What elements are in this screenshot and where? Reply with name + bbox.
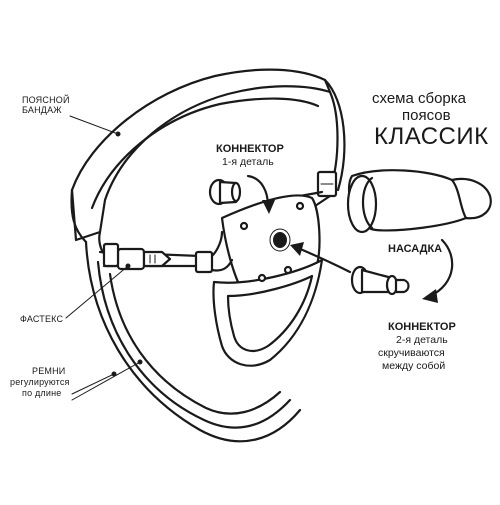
leader-straps-dot [111, 371, 117, 377]
leader-fastex-dot [125, 263, 131, 269]
strap-adjuster-left[interactable] [102, 242, 120, 268]
label-straps-3: по длине [22, 388, 62, 398]
label-connector2-title: КОННЕКТОР [388, 321, 456, 333]
title-line-2: поясов [402, 107, 451, 124]
connector-part-2[interactable] [350, 265, 410, 296]
harness-illustration [70, 68, 346, 443]
arrow-attachment [428, 238, 454, 298]
connector-part-1[interactable] [208, 178, 242, 206]
label-straps-1: РЕМНИ [32, 366, 65, 376]
attachment-illustration[interactable] [346, 169, 492, 234]
rivet [257, 273, 267, 283]
leader-straps-dot [137, 359, 143, 365]
label-connector2-sub3: между собой [382, 360, 445, 372]
arrow-attachment-head [422, 289, 438, 303]
label-belt-1: ПОЯСНОЙ [22, 94, 70, 105]
rivet [239, 221, 249, 231]
label-fastex: ФАСТЕКС [20, 314, 63, 324]
rivet [283, 265, 293, 275]
attachment-head-line [450, 178, 468, 220]
label-connector2-sub2: скручиваются [378, 347, 445, 359]
title-line-1: схема сборка [372, 90, 467, 107]
attachment-shaft-line [361, 176, 374, 230]
arrow-connector1-head [262, 200, 275, 214]
waist-belt-inner-edge [90, 97, 320, 210]
connector1-tip [230, 181, 242, 203]
strap-outer [84, 240, 302, 443]
strap-inner [108, 272, 282, 415]
leader-belt-dot [115, 131, 121, 137]
label-connector2-sub1: 2-я деталь [396, 334, 448, 346]
title-line-3: КЛАССИК [374, 123, 489, 150]
leader-straps-1 [71, 373, 115, 395]
strap-adjuster-mid[interactable] [194, 250, 214, 274]
label-connector1-title: КОННЕКТОР [216, 143, 284, 155]
leader-fastex [65, 265, 129, 319]
connector-hole-ring [269, 228, 291, 252]
label-attachment: НАСАДКА [388, 243, 442, 255]
label-belt-2: БАНДАЖ [22, 105, 62, 115]
connector2-tip [394, 278, 410, 294]
plate-side-strap [210, 230, 234, 272]
strap-middle [96, 260, 292, 429]
leader-belt [69, 115, 119, 135]
label-connector1-sub: 1-я деталь [222, 156, 274, 168]
label-straps-2: регулируются [10, 377, 70, 387]
buckle-female [116, 247, 146, 271]
connector-hole [273, 232, 287, 248]
leader-straps-2 [71, 361, 141, 401]
rivet [295, 201, 305, 211]
lower-pad-inner [226, 274, 314, 353]
arrow-connector2-head [290, 242, 304, 256]
